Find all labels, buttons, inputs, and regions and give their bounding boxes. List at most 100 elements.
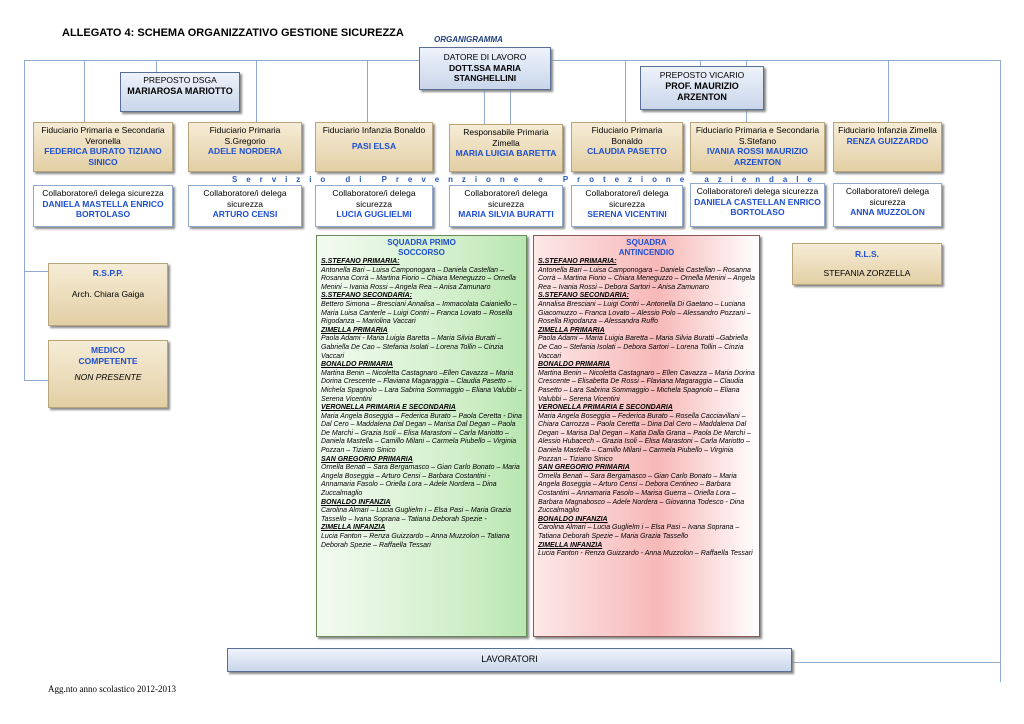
footer-note: Agg.nto anno scolastico 2012-2013 [48,684,176,694]
rspp-name: Arch. Chiara Gaiga [71,288,145,299]
section-members: Annalisa Bresciani – Luigi Contri – Anto… [538,300,751,326]
section-members: Maria Angela Boseggia – Federica Burato … [321,412,522,455]
section-heading: VERONELLA PRIMARIA E SECONDARIA [321,404,456,412]
squadra-primo-soccorso-panel: SQUADRA PRIMO SOCCORSO S.STEFANO PRIMARI… [316,235,527,637]
section-members: Martina Benin – Nicoletta Castagnaro – E… [538,369,755,403]
section-heading: S.STEFANO SECONDARIA: [538,292,630,300]
squadra-antincendio-panel: SQUADRA ANTINCENDIO S.STEFANO PRIMARIA: … [533,235,760,637]
collaboratore-names: ARTURO CENSI [212,209,278,219]
page-title: ALLEGATO 4: SCHEMA ORGANIZZATIVO GESTION… [62,27,404,39]
preposto-vicario-box: PREPOSTO VICARIO PROF. MAURIZIO ARZENTON [640,66,764,110]
section-heading: BONALDO INFANZIA [538,515,608,523]
fiduciario-names: FEDERICA BURATO TIZIANO SINICO [44,146,162,167]
collaboratore-names: DANIELA MASTELLA ENRICO BORTOLASO [42,198,164,220]
collaboratore-role: Collaboratore/i delega sicurezza [42,188,164,198]
fiduciario-box: Fiduciario Primaria e Secondaria Veronel… [33,122,173,172]
section-heading: SAN GREGORIO PRIMARIA [538,464,630,472]
fiduciario-names: MARIA LUIGIA BARETTA [455,148,557,158]
fiduciario-box: Fiduciario Infanzia Zimella RENZA GUIZZA… [833,122,942,172]
medico-status: NON PRESENTE [74,372,142,382]
medico-competente-box: MEDICO COMPETENTE NON PRESENTE [48,340,168,408]
squadra-antincendio-title: SQUADRA ANTINCENDIO [618,238,675,257]
collaboratore-names: ANNA MUZZOLON [850,207,925,217]
section-heading: S.STEFANO PRIMARIA: [321,258,400,265]
section-heading: ZIMELLA INFANZIA [321,524,386,532]
fiduciario-names: PASI ELSA [351,140,397,151]
rls-box: R.L.S. STEFANIA ZORZELLA [792,243,942,285]
section-members: Paola Adami - Maria Luigia Baretta – Mar… [321,335,504,360]
collaboratore-box: Collaboratore/i delega sicurezza DANIELA… [690,183,825,227]
section-members: Carolina Almari – Lucia Guglielm i – Els… [538,524,740,540]
preposto-dsga-role: PREPOSTO DSGA [143,75,217,85]
fiduciario-role: Fiduciario Infanzia Bonaldo [322,125,426,135]
rls-name: STEFANIA ZORZELLA [823,267,911,278]
collaboratore-box: Collaboratore/i delega sicurezza MARIA S… [449,185,563,227]
preposto-vicario-role: PREPOSTO VICARIO [659,70,745,80]
fiduciario-role: Fiduciario Primaria e Secondaria S.Stefa… [695,125,820,146]
collaboratore-box: Collaboratore/i delega sicurezza SERENA … [571,185,683,227]
rspp-role: R.S.P.P. [92,268,124,278]
organigramma-label: ORGANIGRAMMA [434,35,503,44]
fiduciario-names: IVANIA ROSSI MAURIZIO ARZENTON [706,146,809,167]
rspp-box: R.S.P.P. Arch. Chiara Gaiga [48,263,168,326]
collaboratore-role: Collaboratore/i delega sicurezza [332,188,416,209]
section-members: Antonella Bari – Luisa Camponogara – Dan… [538,266,755,291]
section-heading: ZIMELLA INFANZIA [538,541,603,549]
fiduciario-box: Fiduciario Primaria Bonaldo CLAUDIA PASE… [571,122,683,172]
fiduciario-names: ADELE NORDERA [207,146,283,156]
section-heading: VERONELLA PRIMARIA E SECONDARIA [538,404,673,412]
collaboratore-box: Collaboratore/i delega sicurezza DANIELA… [33,185,173,227]
lavoratori-box: LAVORATORI [227,648,792,672]
section-heading: S.STEFANO PRIMARIA: [538,258,617,265]
collaboratore-names: LUCIA GUGLIELMI [336,209,412,219]
rls-role: R.L.S. [854,249,880,259]
section-members: Lucia Fanton - Renza Guizzardo - Anna Mu… [538,550,753,558]
section-members: Maria Angela Boseggia – Federica Burato … [538,412,751,463]
collaboratore-names: DANIELA CASTELLAN ENRICO BORTOLASO [694,196,821,218]
datore-di-lavoro-box: DATORE DI LAVORO DOTT.SSA MARIA STANGHEL… [419,47,551,90]
fiduciario-role: Fiduciario Primaria Bonaldo [591,125,663,146]
collaboratore-box: Collaboratore/i delega sicurezza ARTURO … [188,185,302,227]
section-heading: SAN GREGORIO PRIMARIA [321,455,413,463]
collaboratore-role: Collaboratore/i delega sicurezza [585,188,669,209]
collaboratore-box: Collaboratore/i delega sicurezza LUCIA G… [315,185,433,227]
fiduciario-role: Fiduciario Infanzia Zimella [838,125,937,135]
datore-name: DOTT.SSA MARIA STANGHELLINI [449,62,521,84]
section-members: Bettero Simona – Bresciani Annalisa – Im… [321,300,517,326]
collaboratore-role: Collaboratore/i delega sicurezza [696,186,819,196]
section-heading: BONALDO PRIMARIA [538,361,610,369]
section-members: Antonella Bari – Luisa Camponogara – Dan… [321,266,516,291]
section-members: Ornella Benati – Sara Bergamasco – Gian … [321,464,520,498]
collaboratore-names: SERENA VICENTINI [587,209,667,219]
fiduciario-role: Fiduciario Primaria e Secondaria Veronel… [41,125,165,146]
section-heading: BONALDO INFANZIA [321,498,391,506]
fiduciario-role: Responsabile Primaria Zimella [463,127,549,148]
collaboratore-role: Collaboratore/i delega sicurezza [203,188,287,209]
fiduciario-names: RENZA GUIZZARDO [846,135,929,146]
section-members: Martina Benin – Nicoletta Castagnaro –El… [321,369,522,403]
section-members: Ornella Benati – Sara Bergamasco – Gian … [538,472,745,515]
fiduciario-role: Fiduciario Primaria S.Gregorio [209,125,281,146]
section-heading: BONALDO PRIMARIA [321,361,393,369]
fiduciario-box: Fiduciario Infanzia Bonaldo PASI ELSA [315,122,433,172]
collaboratore-role: Collaboratore/i delega sicurezza [464,188,548,209]
section-heading: ZIMELLA PRIMARIA [321,326,388,334]
fiduciario-box: Fiduciario Primaria S.Gregorio ADELE NOR… [188,122,302,172]
fiduciario-box: Fiduciario Primaria e Secondaria S.Stefa… [690,122,825,172]
squadra-primo-soccorso-title: SQUADRA PRIMO SOCCORSO [387,238,456,257]
lavoratori-label: LAVORATORI [481,654,538,664]
preposto-dsga-name: MARIAROSA MARIOTTO [127,85,233,96]
collaboratore-names: MARIA SILVIA BURATTI [458,209,554,219]
section-heading: ZIMELLA PRIMARIA [538,326,605,334]
collaboratore-box: Collaboratore/i delega sicurezza ANNA MU… [833,183,942,227]
section-members: Paola Adami – Maria Luigia Baretta – Mar… [538,335,748,360]
fiduciario-box: Responsabile Primaria Zimella MARIA LUIG… [449,124,563,172]
preposto-vicario-name: PROF. MAURIZIO ARZENTON [665,80,739,102]
datore-role: DATORE DI LAVORO [443,52,527,62]
medico-role: MEDICO COMPETENTE [78,345,138,366]
collaboratore-role: Collaboratore/i delega sicurezza [845,186,930,207]
section-members: Lucia Fanton – Renza Guizzardo – Anna Mu… [321,533,510,549]
fiduciario-names: CLAUDIA PASETTO [587,146,667,156]
section-heading: S.STEFANO SECONDARIA: [321,292,413,300]
